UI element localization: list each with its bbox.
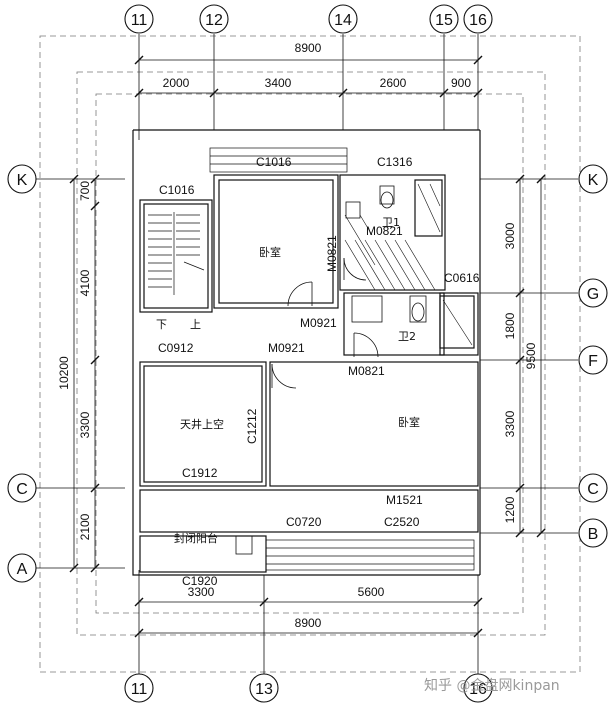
watermark: 知乎 @金盘网kinpan: [424, 677, 560, 694]
building-walls: [132, 129, 481, 576]
door-label-bedroom1-b: M0921: [300, 316, 337, 330]
window-label-lightwell-side: C1212: [245, 408, 259, 444]
door-label-bath2: M0821: [348, 364, 385, 378]
axis-label-top-11: 11: [131, 12, 148, 29]
axis-label-bottom-16: 16: [469, 681, 487, 698]
axis-bubble-labels: 11 12 14 15 16 11 13 16 K C A K G F C B: [16, 12, 599, 698]
room-label-bath-2: 卫2: [398, 330, 416, 343]
window-label-top-bath: C1316: [377, 155, 413, 169]
door-label-bath1: M0821: [366, 224, 403, 238]
stair-label-down: 下: [156, 318, 167, 331]
room-label-bath-1: 卫1: [382, 216, 400, 229]
dim-top-seg-4: 900: [451, 76, 471, 90]
dim-top-seg-3: 2600: [380, 76, 407, 90]
dim-left-seg-2: 4100: [78, 269, 92, 296]
axis-label-right-b: B: [588, 526, 599, 543]
window-label-bath2: C0616: [444, 271, 480, 285]
bathroom-hatch: [344, 183, 473, 346]
window-labels: C1016 C1316 C1016 C0912 C0616 C1212 C191…: [158, 155, 480, 588]
dim-top-seg-1: 2000: [163, 76, 190, 90]
fixtures: [235, 185, 427, 555]
axis-label-right-f: F: [588, 353, 598, 370]
window-label-top-bedroom: C1016: [256, 155, 292, 169]
axis-label-top-12: 12: [205, 12, 223, 29]
stair-label-up: 上: [190, 318, 201, 331]
dim-top-total: 8900: [295, 41, 322, 55]
dim-bottom-seg-1: 3300: [188, 585, 215, 599]
axis-label-top-14: 14: [334, 12, 352, 29]
axis-label-bottom-13: 13: [255, 681, 273, 698]
axis-label-left-a: A: [17, 561, 28, 578]
window-label-lightwell-bottom: C1912: [182, 466, 218, 480]
window-label-bottom: C1920: [182, 574, 218, 588]
dim-right-seg-1: 3000: [503, 222, 517, 249]
dashed-boundaries: [39, 35, 581, 673]
axis-label-top-16: 16: [469, 12, 487, 29]
dim-right-total: 9500: [524, 342, 538, 369]
axis-label-right-g: G: [587, 286, 599, 303]
stair-treads: [148, 212, 205, 295]
dim-left-total: 10200: [57, 356, 71, 390]
door-label-bedroom1: M0821: [325, 235, 339, 272]
door-labels: M0821 M0821 M0921 M0821 M0921 M1521: [268, 224, 423, 507]
room-label-lightwell: 天井上空: [180, 417, 224, 431]
room-label-bedroom-2: 卧室: [398, 415, 420, 429]
dim-bottom-total: 8900: [295, 616, 322, 630]
window-label-balcony-b: C2520: [384, 515, 420, 529]
dim-right-seg-2: 1800: [503, 312, 517, 339]
dim-right-seg-4: 1200: [503, 496, 517, 523]
door-label-bedroom2: M0921: [268, 341, 305, 355]
axis-label-right-c: C: [587, 481, 599, 498]
dim-right-seg-3: 3300: [503, 410, 517, 437]
door-swings: [271, 257, 379, 389]
dim-left-seg-1: 700: [78, 181, 92, 201]
railings: [209, 147, 475, 571]
axis-label-bottom-11: 11: [131, 681, 148, 698]
door-label-balcony: M1521: [386, 493, 423, 507]
axis-label-top-15: 15: [435, 12, 453, 29]
window-label-stair: C1016: [159, 183, 195, 197]
axis-lines: [36, 34, 578, 675]
dim-left-seg-3: 3300: [78, 411, 92, 438]
room-label-bedroom-1: 卧室: [259, 245, 281, 259]
room-labels: 卧室 卧室 卫1 卫2 天井上空 封闭阳台 下 上: [156, 216, 420, 545]
window-label-lightwell-top: C0912: [158, 341, 194, 355]
dim-left-seg-4: 2100: [78, 513, 92, 540]
dimension-lines: [73, 59, 542, 634]
window-label-balcony-a: C0720: [286, 515, 322, 529]
axis-label-right-k: K: [588, 172, 599, 189]
room-label-balcony: 封闭阳台: [174, 531, 218, 545]
axis-label-left-c: C: [16, 481, 28, 498]
axis-bubbles: [7, 4, 608, 703]
dim-bottom-seg-2: 5600: [358, 585, 385, 599]
axis-label-left-k: K: [17, 172, 28, 189]
dimension-texts: 8900 2000 3400 2600 900 3300 5600 8900 1…: [57, 41, 538, 630]
dimension-ticks: [69, 55, 546, 638]
dim-top-seg-2: 3400: [265, 76, 292, 90]
